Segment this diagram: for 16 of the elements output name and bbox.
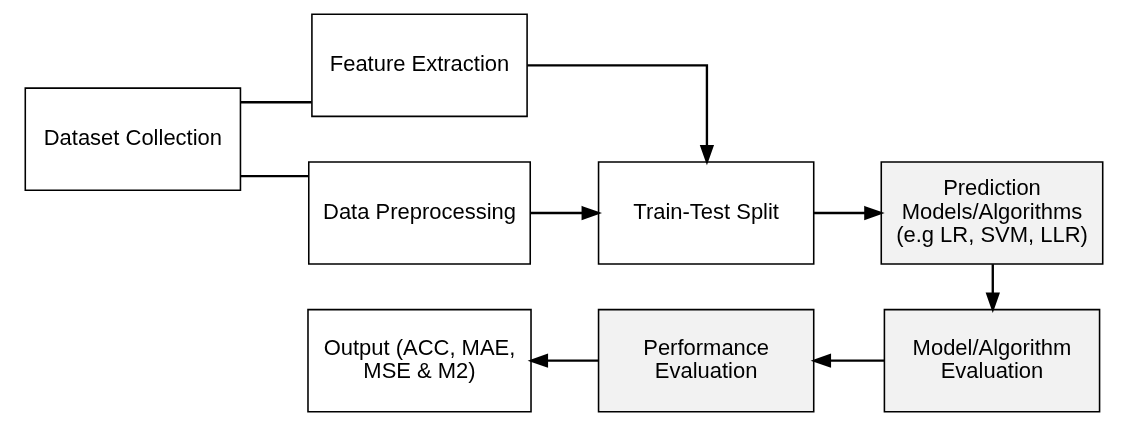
arrow bbox=[810, 353, 884, 368]
arrow bbox=[529, 205, 602, 221]
node-box: Dataset Collection bbox=[24, 87, 241, 191]
node-box: Data Preprocessing bbox=[307, 161, 531, 265]
arrow bbox=[527, 353, 598, 368]
connector bbox=[240, 101, 312, 104]
node-box: Output (ACC, MAE, MSE & M2) bbox=[306, 308, 532, 413]
node-box: Model/Algorithm Evaluation bbox=[883, 308, 1100, 413]
node-box: Feature Extraction bbox=[310, 13, 528, 118]
node-box: Performance Evaluation bbox=[597, 308, 814, 413]
arrow bbox=[526, 64, 714, 166]
node-box: Prediction Models/Algorithms (e.g LR, SVM, LLR) bbox=[879, 161, 1103, 265]
connector bbox=[240, 174, 308, 178]
arrow bbox=[813, 205, 885, 221]
arrow bbox=[985, 264, 1000, 314]
node-box: Train-Test Split bbox=[597, 161, 814, 265]
